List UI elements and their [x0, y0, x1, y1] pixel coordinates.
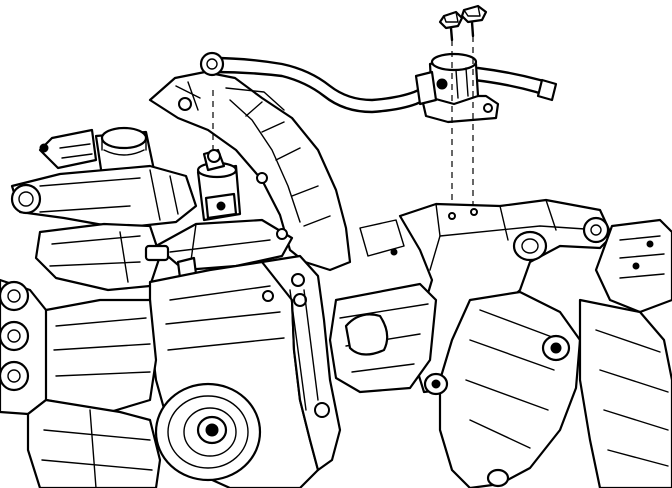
hose-connector-left [199, 51, 225, 77]
brake-line-fitting [39, 143, 49, 153]
crossmember [328, 282, 438, 394]
vacuum-solenoid [414, 52, 500, 124]
bracket-bushing [512, 230, 548, 262]
left-housing-end [10, 183, 42, 215]
fastener-1 [256, 172, 268, 184]
fastener-3 [262, 290, 274, 302]
hose-end-cap [536, 78, 558, 102]
screw-hole-1 [448, 212, 456, 220]
mounting-screws [438, 4, 488, 210]
actuator-post [196, 90, 242, 222]
reservoir-cap [100, 126, 148, 150]
flywheel-pulley [154, 382, 262, 482]
left-housing [10, 164, 198, 292]
linkage-pivot-bottom [314, 402, 330, 418]
bracket-stud [144, 244, 170, 262]
screw-head-1 [438, 10, 464, 30]
bracket-hole [483, 103, 493, 113]
vacuum-hose [199, 51, 558, 114]
misc-fasteners [256, 172, 405, 302]
engine-block-rear [148, 70, 352, 272]
engine-lower-left [0, 278, 162, 488]
fastener-2 [276, 228, 288, 240]
screw-head-2 [460, 4, 488, 24]
screw-hole-2 [470, 208, 478, 216]
master-cylinder [38, 126, 169, 197]
block-bolt-head [178, 97, 192, 111]
linkage-pivot-top [291, 273, 305, 287]
transmission-casing [423, 218, 672, 488]
